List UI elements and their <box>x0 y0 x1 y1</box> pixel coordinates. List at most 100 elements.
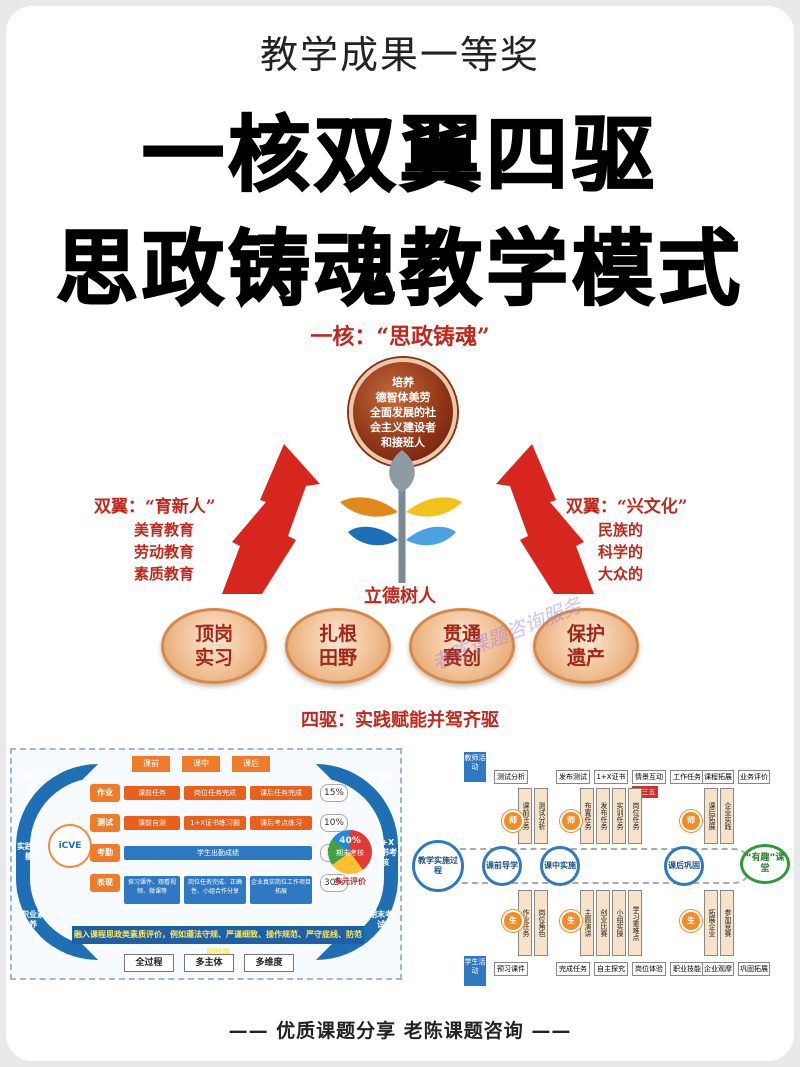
core-circle-line: 德智体美劳 <box>375 390 431 404</box>
drive-text: 田野 <box>318 647 357 669</box>
bottom-activity-box: 巩固拓展 <box>738 962 770 976</box>
task-column: 企业实践 <box>720 788 734 844</box>
right-wing-item: 科学的 <box>598 543 644 561</box>
ring-label: 1+X证书考核 <box>373 838 397 867</box>
drive-row: 顶岗 实习 扎根 田野 贯通 赛创 保护 遗产 <box>161 608 641 692</box>
top-activity-box: 1+X证书 <box>594 770 628 784</box>
left-wing-item: 劳动教育 <box>134 543 195 561</box>
ball-sub-label: 多元评价 <box>334 877 366 886</box>
task-column: 布置任务 <box>580 788 594 844</box>
footer-credit: —— 优质课题分享 老陈课题咨询 —— <box>228 1020 572 1042</box>
eval-row-label: 表现 <box>90 874 120 892</box>
drive-text: 贯通 <box>442 623 481 645</box>
phase-label: 课后 <box>232 756 270 772</box>
teacher-role-node: 师 <box>502 810 524 832</box>
core-circle-line: 全面发展的社 <box>370 405 436 419</box>
left-red-arrow <box>222 444 320 594</box>
right-wing-items: 民族的 科学的 大众的 <box>598 519 688 585</box>
student-role-node: 生 <box>560 910 582 932</box>
teacher-role-node: 师 <box>560 810 582 832</box>
eval-pct: 10% <box>320 814 348 832</box>
phase-label: 课前 <box>132 756 170 772</box>
drive-label: 四驱：实践赋能并驾齐驱 <box>301 710 499 731</box>
eval-tag: 全过程 <box>124 954 174 972</box>
interesting-classroom-node: “有趣”课堂 <box>740 844 790 884</box>
eval-box: 学生出勤成绩 <box>124 846 312 860</box>
ball-pct: 40% <box>339 836 361 846</box>
student-role-node: 生 <box>680 910 702 932</box>
ball-label: 期末考核 <box>336 849 364 857</box>
drive-oval: 保护 遗产 <box>533 608 639 684</box>
drive-text: 扎根 <box>318 623 357 645</box>
eval-row: 作业 课前任务 岗位任务完成 课后任务完成 15% <box>90 784 350 802</box>
bottom-activity-box: 完成任务 <box>556 962 590 976</box>
task-column: 参加竞赛 <box>720 890 734 956</box>
eval-box: 岗位任务完成、正确性、小组合作分享 <box>184 876 246 904</box>
eval-box: 课前自测 <box>124 816 180 830</box>
root-label: 立德树人 <box>364 586 436 607</box>
student-role-node: 生 <box>502 910 524 932</box>
ring-label: 实践技能 <box>17 842 41 861</box>
bottom-activity-box: 岗位体验 <box>632 962 666 976</box>
pie-ball-icon <box>328 830 372 874</box>
top-activity-box: 测试分析 <box>494 770 528 784</box>
eval-box: 课前任务 <box>124 786 180 800</box>
task-column: 测试分析 <box>534 788 548 844</box>
task-column: 创业比赛 <box>596 890 610 956</box>
eval-row: 表现 探习课件、观看视频、微课等 岗位任务完成、正确性、小组合作分享 企业真实岗… <box>90 874 350 904</box>
task-column: 岗位任务 <box>628 788 642 844</box>
top-activity-box: 发布测试 <box>556 770 590 784</box>
ring-label: 技能竞赛 <box>369 772 393 791</box>
drive-text: 顶岗 <box>194 623 233 645</box>
evaluation-diagram: 理论应用 实践技能 职业素养 技能竞赛 1+X证书考核 期末考试 iCVE 课前… <box>10 748 402 980</box>
core-circle: 培养 德智体美劳 全面发展的社 会主义建设者 和接班人 <box>349 358 457 466</box>
drive-text: 赛创 <box>442 647 481 669</box>
stage-node: 课中实施 <box>540 846 580 886</box>
eval-box: 课后考点练习 <box>250 816 312 830</box>
right-wing: 双翼：“兴文化” 民族的 科学的 大众的 <box>566 492 688 585</box>
student-activity-label: 学生活动 <box>464 956 486 986</box>
teacher-role-node: 师 <box>680 810 702 832</box>
task-column: 拓展企业 <box>704 890 718 956</box>
eval-pct: 15% <box>320 784 348 802</box>
bottom-activity-box: 企业观摩 <box>702 962 734 976</box>
top-activity-box: 课程拓展 <box>702 770 734 784</box>
eval-row-label: 考勤 <box>90 844 120 862</box>
poster-card: 教学成果一等奖 一核双翼四驱 思政铸魂教学模式 一核：“思政铸魂” 培养 德智体… <box>6 6 794 1061</box>
main-title-line2: 思政铸魂教学模式 <box>55 221 744 318</box>
core-circle-line: 会主义建设者 <box>370 420 436 434</box>
task-column: 发布任务 <box>596 788 610 844</box>
eval-row-label: 作业 <box>90 784 120 802</box>
eval-tag: 多主体 <box>184 954 234 972</box>
drive-oval: 扎根 田野 <box>285 608 391 684</box>
core-circle-line: 和接班人 <box>381 435 425 449</box>
ring-label: 理论应用 <box>21 772 45 791</box>
icve-logo: iCVE <box>48 824 92 868</box>
drive-text: 保护 <box>566 623 605 645</box>
task-column: 小组实操 <box>612 890 626 956</box>
ideology-banner: 融入课程思政类素质评价，例如遵法守规、严谨细致、操作规范、严守底线、防范风险等 <box>72 926 364 957</box>
drive-text: 遗产 <box>566 647 605 669</box>
left-wing-items: 美育教育 劳动教育 素质教育 <box>134 519 216 585</box>
eval-box: 探习课件、观看视频、微课等 <box>124 876 180 904</box>
task-column: 学习重难点 <box>628 890 642 956</box>
sprout-plant-icon <box>340 450 462 583</box>
right-wing-head: 双翼：“兴文化” <box>566 497 688 517</box>
core-circle-line: 培养 <box>392 375 414 389</box>
eval-box: 岗位任务完成 <box>184 786 246 800</box>
top-activity-box: 业务评价 <box>738 770 770 784</box>
task-column: 实训任务 <box>612 788 626 844</box>
left-wing-head: 双翼：“育新人” <box>94 497 216 517</box>
right-wing-item: 大众的 <box>598 565 644 583</box>
bottom-activity-box: 预习课件 <box>494 962 528 976</box>
eval-tag: 多维度 <box>244 954 294 972</box>
right-wing-item: 民族的 <box>598 521 644 539</box>
eval-row: 测试 课前自测 1+X证书练习题 课后考点练习 10% <box>90 814 350 832</box>
ring-label: 职业素养 <box>21 910 45 929</box>
top-activity-box: 情景互动 <box>632 770 666 784</box>
stage-node: 课前导学 <box>482 846 522 886</box>
left-wing: 双翼：“育新人” 美育教育 劳动教育 素质教育 <box>94 492 216 585</box>
task-column: 课前任务 <box>518 788 532 844</box>
task-column: 主题演讲 <box>580 890 594 956</box>
task-column: 课后拓展 <box>704 788 718 844</box>
